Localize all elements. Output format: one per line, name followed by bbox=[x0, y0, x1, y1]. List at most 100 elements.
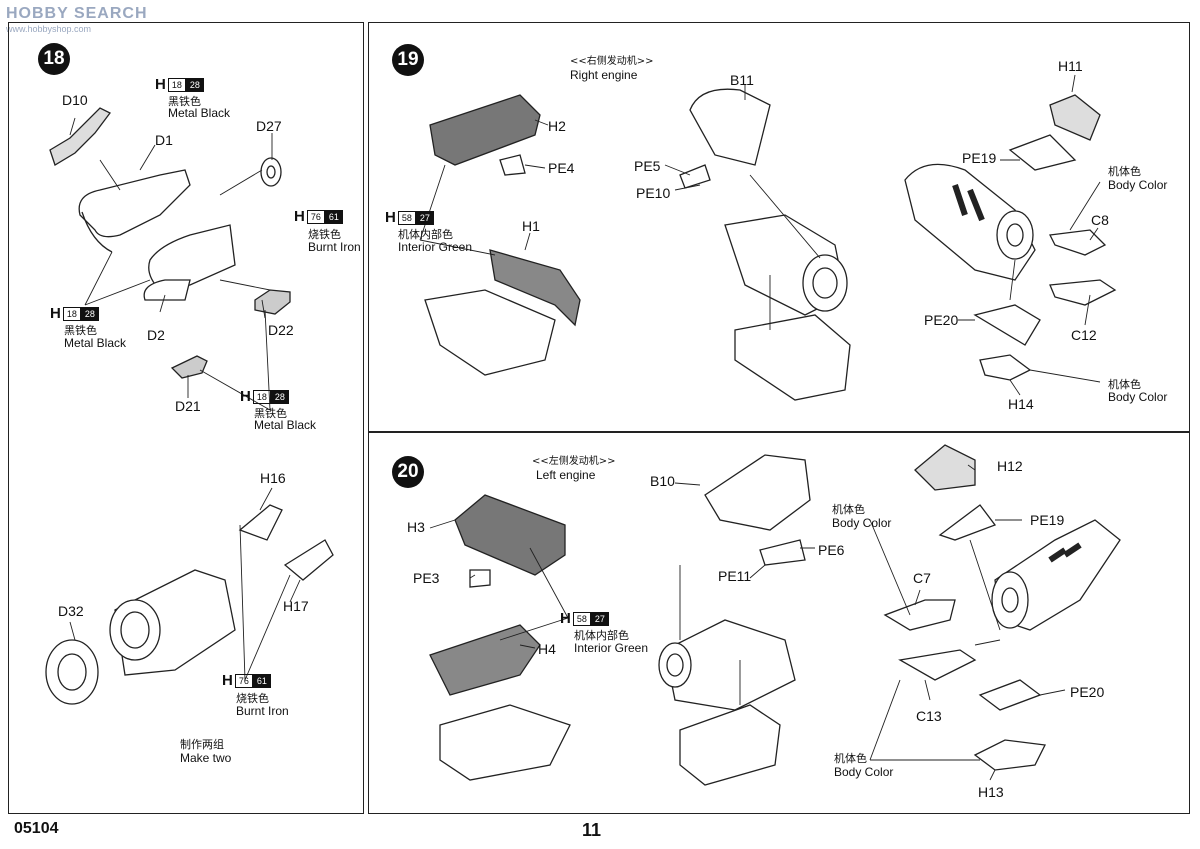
part-h16-drawing bbox=[238, 504, 283, 541]
paint-cn-burnt-iron-1: 烧铁色 bbox=[308, 228, 341, 241]
step-18-number: 18 bbox=[38, 43, 70, 75]
body-color-en-19b: Body Color bbox=[1108, 390, 1168, 404]
part-pe3-drawing bbox=[469, 569, 491, 588]
part-label-pe19-20: PE19 bbox=[1030, 512, 1065, 528]
part-d22-drawing bbox=[254, 289, 291, 315]
make-two-cn: 制作两组 bbox=[180, 738, 224, 751]
step-19-title-en: Right engine bbox=[570, 68, 638, 82]
part-label-pe4: PE4 bbox=[548, 160, 575, 176]
part-label-d32: D32 bbox=[58, 603, 84, 619]
part-label-h14: H14 bbox=[1008, 396, 1034, 412]
part-c12-drawing bbox=[1049, 279, 1117, 306]
part-label-c7: C7 bbox=[913, 570, 931, 586]
part-pe6-drawing bbox=[759, 539, 806, 566]
part-d1-drawing bbox=[78, 169, 191, 238]
part-label-h3: H3 bbox=[407, 519, 425, 535]
paint-en-interior-green-20: Interior Green bbox=[574, 641, 649, 655]
page-number: 11 bbox=[582, 820, 602, 840]
watermark: HOBBY SEARCH bbox=[6, 5, 148, 22]
part-h14-drawing bbox=[979, 354, 1032, 381]
part-h2-drawing bbox=[429, 94, 541, 166]
part-label-d1: D1 bbox=[155, 132, 173, 148]
part-label-pe6: PE6 bbox=[818, 542, 845, 558]
engine-core-20-drawing bbox=[664, 619, 796, 711]
part-label-b10: B10 bbox=[650, 473, 675, 489]
body-color-cn-20b: 机体色 bbox=[834, 752, 867, 765]
step-20-panel bbox=[368, 432, 1190, 814]
body-color-en-20b: Body Color bbox=[834, 765, 894, 779]
part-c8-drawing bbox=[1049, 229, 1107, 256]
paint-en-interior-green-19: Interior Green bbox=[398, 240, 473, 254]
part-label-d27: D27 bbox=[256, 118, 282, 134]
part-label-h12: H12 bbox=[997, 458, 1023, 474]
part-label-pe10: PE10 bbox=[636, 185, 671, 201]
part-h3-drawing bbox=[454, 494, 566, 576]
part-label-h17: H17 bbox=[283, 598, 309, 614]
step-19-number: 19 bbox=[392, 44, 424, 76]
part-d2-drawing bbox=[148, 224, 236, 291]
part-label-pe11: PE11 bbox=[718, 568, 752, 584]
part-h13-drawing bbox=[973, 739, 1046, 771]
kit-number: 05104 bbox=[14, 820, 59, 837]
engine-tray-20-drawing bbox=[439, 704, 571, 781]
step-20-title-cn: <<左侧发动机>> bbox=[532, 456, 616, 467]
paint-en-metal-black-2: Metal Black bbox=[64, 336, 127, 350]
part-h11-drawing bbox=[1049, 94, 1101, 141]
part-label-h16: H16 bbox=[260, 470, 286, 486]
step-19-panel bbox=[368, 22, 1190, 432]
paint-en-burnt-iron-2: Burnt Iron bbox=[236, 704, 289, 718]
part-h12-drawing bbox=[914, 444, 976, 491]
body-color-en-19a: Body Color bbox=[1108, 178, 1168, 192]
part-label-c8: C8 bbox=[1091, 212, 1109, 228]
step-19-title-cn: <<右侧发动机>> bbox=[570, 56, 654, 67]
body-color-en-20a: Body Color bbox=[832, 516, 892, 530]
paint-cn-interior-green-19: 机体内部色 bbox=[398, 228, 453, 241]
paint-cn-metal-black-2: 黑铁色 bbox=[64, 324, 97, 337]
paint-en-metal-black-1: Metal Black bbox=[168, 106, 231, 120]
part-d10-drawing bbox=[49, 107, 111, 166]
part-b10-drawing bbox=[704, 454, 811, 531]
part-pe19-drawing bbox=[1008, 134, 1077, 171]
part-label-pe5: PE5 bbox=[634, 158, 661, 174]
part-label-h11: H11 bbox=[1058, 58, 1083, 74]
body-color-cn-19b: 机体色 bbox=[1108, 378, 1141, 391]
part-pe19-20-drawing bbox=[938, 504, 997, 541]
make-two-en: Make two bbox=[180, 751, 232, 765]
part-label-h13: H13 bbox=[978, 784, 1004, 800]
part-label-pe20-20: PE20 bbox=[1070, 684, 1105, 700]
part-pe5-drawing bbox=[679, 164, 711, 189]
part-label-h2: H2 bbox=[548, 118, 566, 134]
part-label-d21: D21 bbox=[175, 398, 201, 414]
part-label-d2: D2 bbox=[147, 327, 165, 343]
body-color-cn-20a: 机体色 bbox=[832, 503, 865, 516]
engine-tray-20b-drawing bbox=[679, 704, 781, 786]
part-pe4-drawing bbox=[499, 154, 526, 176]
part-label-h4: H4 bbox=[538, 641, 556, 657]
paint-cn-metal-black-3: 黑铁色 bbox=[254, 407, 287, 420]
step-20-number: 20 bbox=[392, 456, 424, 488]
part-h1-drawing bbox=[489, 249, 581, 327]
part-label-b11: B11 bbox=[730, 72, 754, 88]
part-label-pe19: PE19 bbox=[962, 150, 997, 166]
part-label-h1: H1 bbox=[522, 218, 540, 234]
engine-tray-19b-drawing bbox=[734, 314, 851, 401]
engine-tray-19-drawing bbox=[424, 289, 556, 376]
part-label-c13: C13 bbox=[916, 708, 942, 724]
part-label-pe20: PE20 bbox=[924, 312, 959, 328]
part-b11-drawing bbox=[689, 88, 771, 166]
part-label-d10: D10 bbox=[62, 92, 88, 108]
part-d21-drawing bbox=[170, 355, 208, 379]
part-c7-drawing bbox=[883, 599, 956, 631]
paint-en-metal-black-3: Metal Black bbox=[254, 418, 317, 432]
step-20-title-en: Left engine bbox=[536, 468, 596, 482]
part-c13-drawing bbox=[898, 649, 977, 681]
paint-cn-interior-green-20: 机体内部色 bbox=[574, 629, 629, 642]
watermark-url: www.hobbyshop.com bbox=[6, 24, 92, 34]
body-color-cn-19a: 机体色 bbox=[1108, 165, 1141, 178]
